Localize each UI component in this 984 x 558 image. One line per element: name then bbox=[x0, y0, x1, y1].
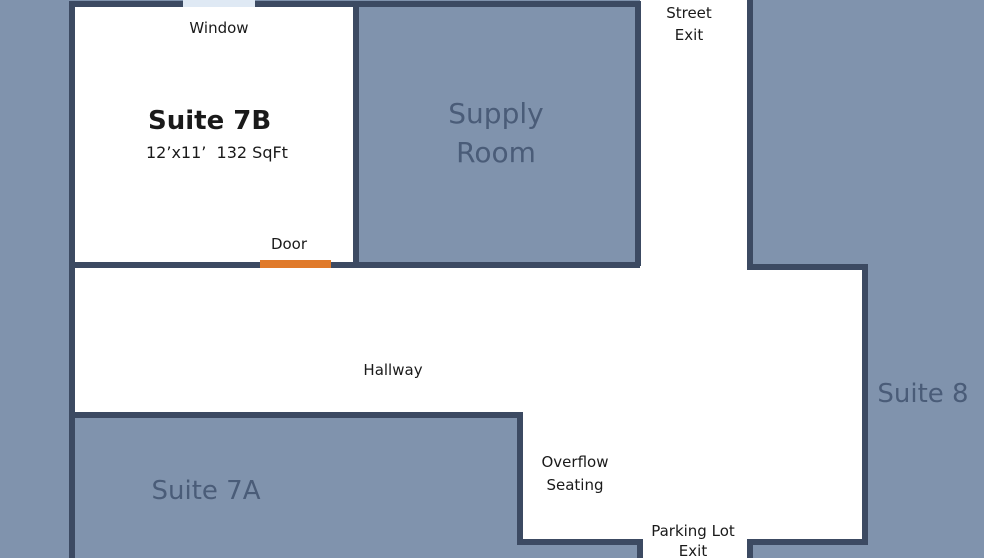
suite-7b-title: Suite 7B bbox=[148, 106, 271, 136]
street-exit-label-line1: Street bbox=[666, 4, 712, 22]
overflow-seating-label-line2: Seating bbox=[546, 476, 603, 494]
parking-exit-label-line2: Exit bbox=[679, 542, 708, 558]
wall-hallway-bottom bbox=[70, 412, 643, 558]
supply-room-label-line1: Supply bbox=[448, 97, 543, 130]
wall-east bbox=[747, 0, 868, 558]
hallway-label: Hallway bbox=[363, 361, 422, 379]
street-exit-corridor[interactable] bbox=[640, 0, 750, 268]
hallway-floor[interactable] bbox=[72, 265, 865, 558]
supply-room-label-line2: Room bbox=[456, 136, 536, 169]
window-label: Window bbox=[189, 19, 248, 37]
window bbox=[183, 0, 255, 7]
suite-7a-label: Suite 7A bbox=[152, 476, 261, 506]
parking-exit-label-line1: Parking Lot bbox=[651, 522, 735, 540]
overflow-seating-label-line1: Overflow bbox=[542, 453, 609, 471]
street-exit-label-line2: Exit bbox=[675, 26, 704, 44]
suite-7b-size: 12’x11’ 132 SqFt bbox=[146, 143, 288, 162]
suite-7b-room[interactable] bbox=[72, 6, 355, 264]
suite-8-label: Suite 8 bbox=[877, 379, 968, 409]
supply-room[interactable] bbox=[356, 4, 638, 265]
wall-supply-room bbox=[356, 1, 641, 266]
door[interactable] bbox=[260, 260, 331, 268]
door-label: Door bbox=[271, 235, 308, 253]
